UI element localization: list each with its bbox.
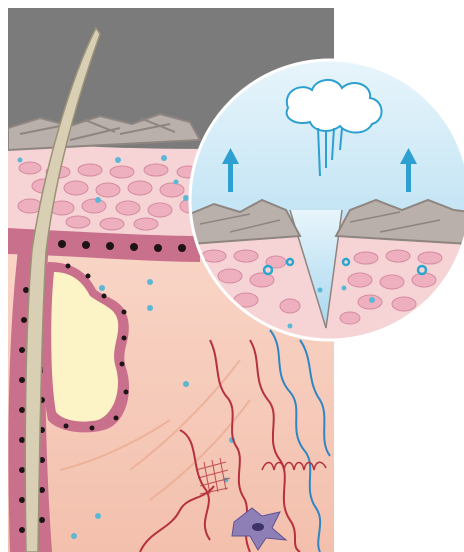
skin-cross-section-illustration — [0, 0, 464, 552]
